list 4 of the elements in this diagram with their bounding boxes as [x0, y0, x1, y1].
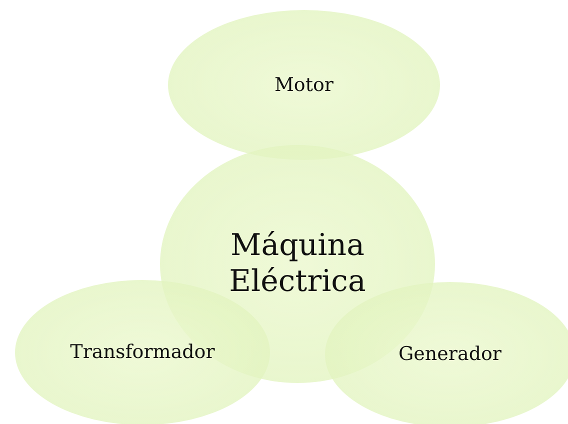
node-label: Motor: [274, 74, 334, 96]
node-label: Máquina Eléctrica: [228, 228, 367, 300]
node-label: Transformador: [70, 341, 215, 364]
node-label: Generador: [398, 343, 502, 366]
